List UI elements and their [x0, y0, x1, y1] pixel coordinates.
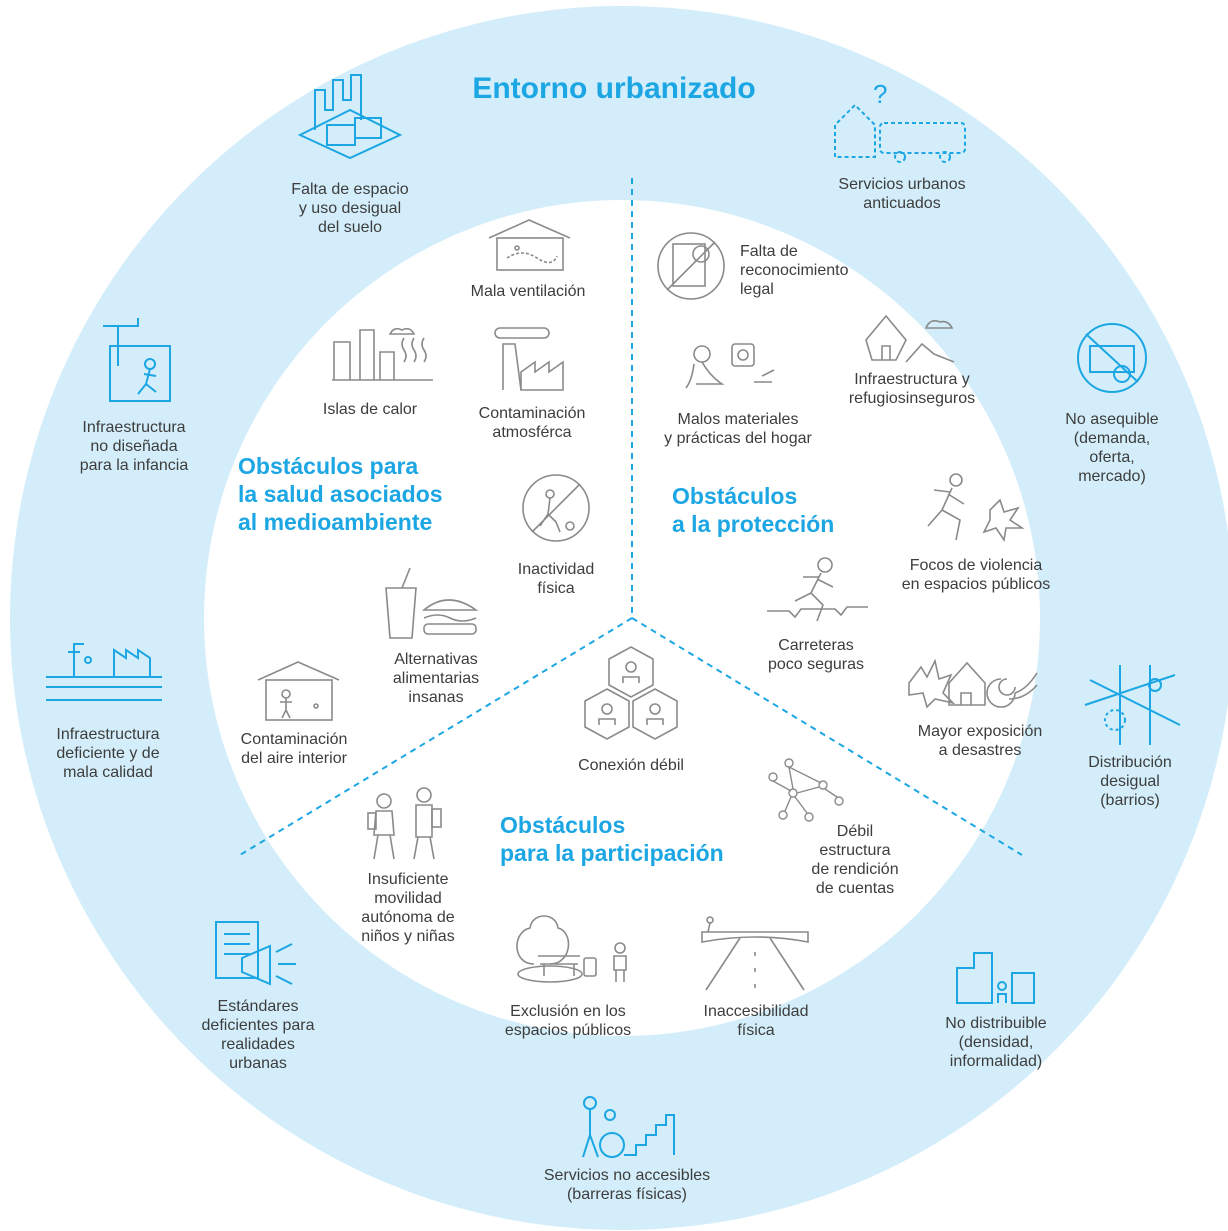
label-roads: Carreteras poco seguras: [767, 637, 865, 673]
document-crossed-icon: [655, 230, 727, 302]
house-landslide-icon: [862, 310, 957, 365]
label-ventilation: Mala ventilación: [470, 283, 586, 300]
label-heat: Islas de calor: [322, 401, 418, 418]
inner-circle: [204, 200, 1040, 1036]
label-indoor-air: Contaminación del aire interior: [240, 731, 348, 767]
section-title-participation: Obstáculos para la participación: [500, 812, 724, 866]
label-violence: Focos de violencia en espacios públicos: [901, 557, 1051, 593]
label-legal: Falta de reconocimiento legal: [740, 243, 849, 298]
fall-impact-icon: [920, 470, 1030, 545]
label-affordable: No asequible (demanda, oferta, mercado): [1065, 411, 1159, 485]
svg-text:?: ?: [873, 79, 887, 109]
label-accountability: Débil estructura de rendición de cuentas: [811, 823, 899, 897]
factory-smoke-icon: [493, 322, 573, 392]
document-megaphone-icon: [212, 918, 302, 988]
label-shelters: Infraestructura y refugiosinseguros: [848, 371, 976, 407]
house-bus-icon: ?: [830, 79, 970, 165]
road-bridge-icon: [700, 912, 810, 992]
house-storm-icon: [905, 653, 1040, 709]
runner-cracks-icon: [765, 555, 870, 625]
label-space: Falta de espacio y uso desigual del suel…: [291, 181, 409, 236]
main-title: Entorno urbanizado: [472, 72, 756, 105]
city-heat-icon: [330, 322, 435, 382]
money-crossed-icon: [1072, 318, 1152, 398]
label-inactivity: Inactividad física: [517, 561, 595, 597]
label-poor-infra: Infraestructura deficiente y de mala cal…: [56, 726, 160, 781]
section-title-health: Obstáculos para la salud asociados al me…: [238, 453, 443, 535]
label-disasters: Mayor exposición a desastres: [917, 723, 1043, 759]
house-child-icon: [256, 660, 341, 722]
hexagon-people-icon: [581, 645, 681, 740]
label-accessible: Servicios no accesibles (barreras física…: [543, 1167, 711, 1203]
label-materials: Malos materiales y prácticas del hogar: [664, 411, 812, 447]
label-child-infra: Infraestructura no diseñada para la infa…: [79, 419, 189, 474]
label-inaccessibility: Inaccesibilidad física: [703, 1003, 809, 1039]
label-food: Alternativas alimentarias insanas: [392, 651, 480, 706]
label-connection: Conexión débil: [578, 757, 684, 774]
label-mobility: Insuficiente movilidad autónoma de niños…: [361, 871, 455, 945]
wheelchair-stairs-icon: [578, 1095, 678, 1160]
city-map-icon: [1080, 665, 1190, 745]
drink-burger-icon: [380, 566, 480, 646]
tap-factory-icon: [44, 632, 164, 707]
children-backpack-icon: [364, 787, 444, 862]
label-standards: Estándares deficientes para realidades u…: [201, 998, 315, 1072]
crane-child-icon: [98, 316, 178, 406]
park-bench-icon: [510, 910, 635, 990]
label-air-pollution: Contaminación atmosférca: [478, 405, 586, 441]
label-distributable: No distribuible (densidad, informalidad): [945, 1015, 1047, 1070]
baby-socket-icon: [682, 330, 782, 400]
label-exclusion: Exclusión en los espacios públicos: [504, 1003, 632, 1039]
section-title-protection: Obstáculos a la protección: [672, 483, 835, 537]
label-urban-services: Servicios urbanos anticuados: [838, 176, 966, 212]
label-distribution: Distribución desigual (barrios): [1088, 754, 1172, 809]
house-air-icon: [487, 218, 572, 273]
no-football-icon: [520, 472, 592, 544]
buildings-child-icon: [952, 948, 1042, 1008]
network-people-icon: [763, 757, 848, 827]
buildings-land-icon: [295, 70, 405, 160]
